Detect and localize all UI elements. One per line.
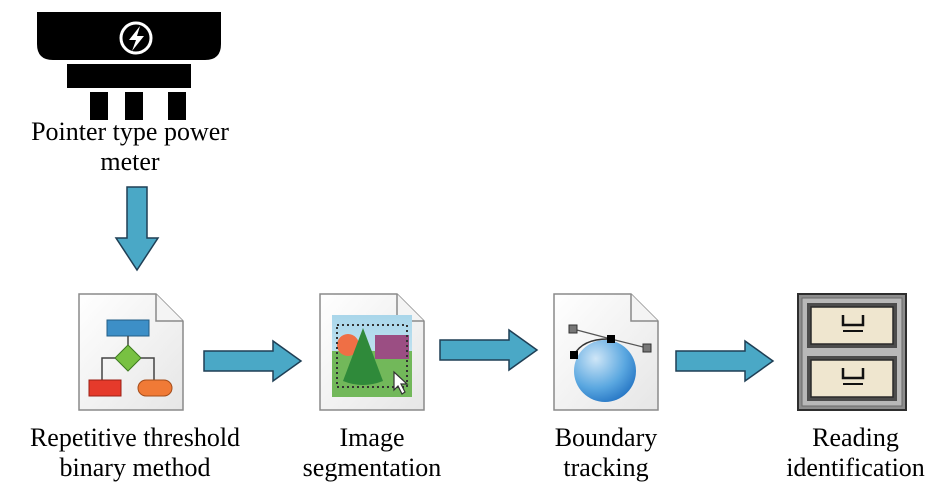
step-4-label-line-1: Reading [812,423,899,452]
step-2-label: Image segmentation [267,423,477,483]
flowchart-document-icon [78,293,184,411]
source-label-line-2: meter [100,147,160,176]
step-3-label: Boundary tracking [521,423,691,483]
right-arrow-2 [439,328,539,372]
filing-cabinet-icon [797,293,907,411]
bezier-curve-document-icon [553,293,659,411]
step-3-label-line-1: Boundary [554,423,658,452]
step-4-label: Reading identification [768,423,943,483]
step-4-label-line-2: identification [786,453,925,482]
source-label-line-1: Pointer type power [31,117,229,146]
right-arrow-1 [203,339,303,383]
image-selection-document-icon [319,293,425,411]
step-1-label: Repetitive threshold binary method [5,423,265,483]
step-1-label-line-1: Repetitive threshold [29,423,241,452]
right-arrow-3 [675,339,775,383]
step-2-label-line-2: segmentation [302,453,442,482]
down-arrow [114,186,160,272]
step-2-label-line-1: Image [339,423,405,452]
step-1-label-line-2: binary method [59,453,211,482]
power-plug-icon [37,12,221,120]
source-label: Pointer type power meter [0,117,260,177]
step-3-label-line-2: tracking [563,453,649,482]
